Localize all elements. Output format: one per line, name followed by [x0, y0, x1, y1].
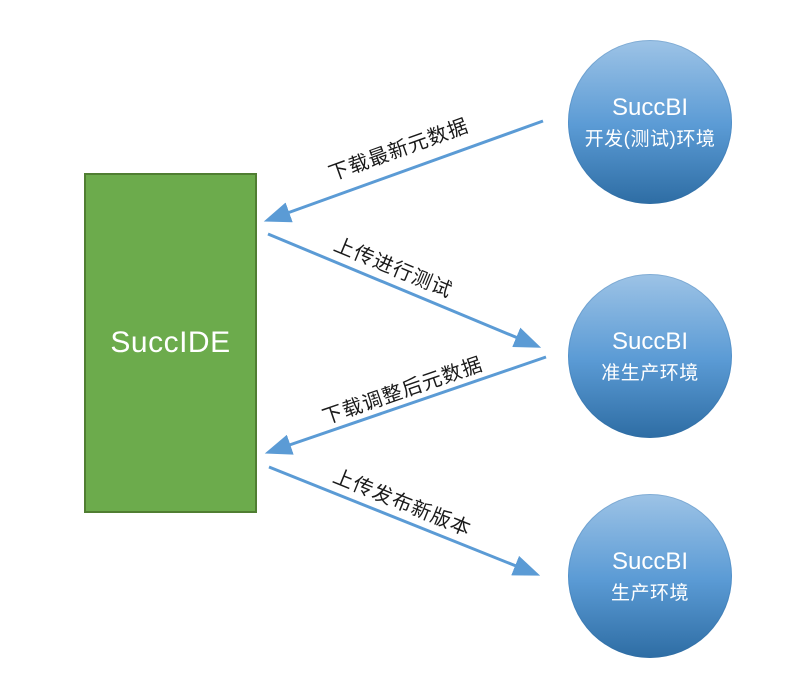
ide-node: SuccIDE	[84, 173, 257, 513]
arrow-upload-for-testing	[267, 232, 542, 348]
flow-label-upload-publish-new-version: 上传发布新版本	[329, 465, 475, 542]
env-node-title: SuccBI	[611, 327, 689, 355]
flow-label-download-latest-metadata: 下载最新元数据	[325, 115, 472, 186]
env-node-title: SuccBI	[611, 547, 689, 575]
env-node-production: SuccBI 生产环境	[568, 494, 732, 658]
env-node-subtitle: 生产环境	[610, 582, 689, 604]
arrow-upload-publish-new-version	[268, 465, 541, 576]
env-node-subtitle: 准生产环境	[601, 362, 699, 384]
env-node-staging: SuccBI 准生产环境	[568, 274, 732, 438]
env-node-title: SuccBI	[611, 93, 689, 121]
ide-node-label: SuccIDE	[110, 326, 231, 359]
flow-label-upload-for-testing: 上传进行测试	[330, 234, 456, 303]
env-node-subtitle: 开发(测试)环境	[584, 128, 716, 150]
flow-label-download-adjusted-metadata: 下载调整后元数据	[319, 353, 486, 430]
env-node-dev-test: SuccBI 开发(测试)环境	[568, 40, 732, 204]
